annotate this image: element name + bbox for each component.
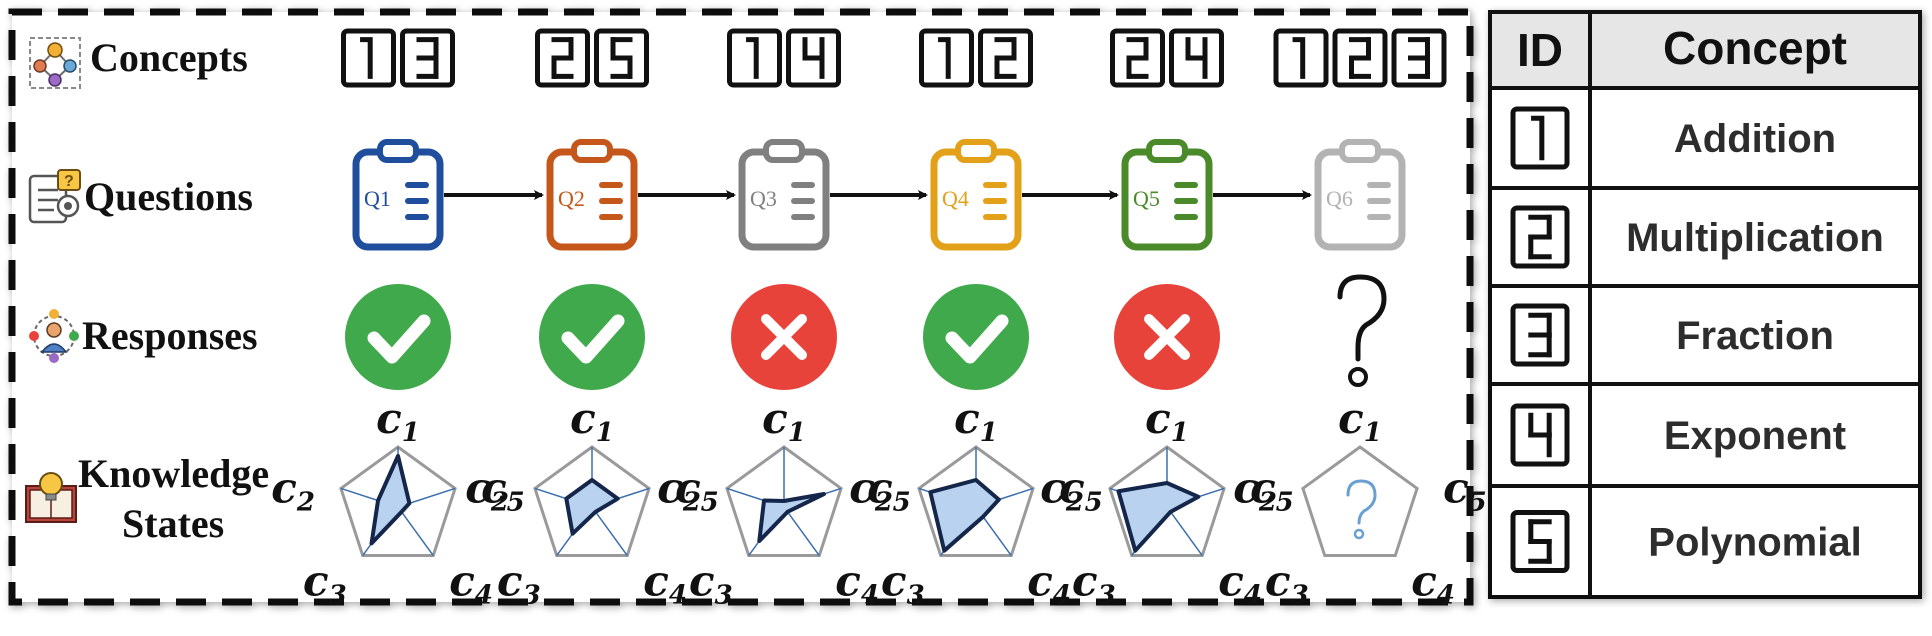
radar-axis-label: c5 <box>1443 463 1487 517</box>
concept-table-id-box <box>1510 106 1570 170</box>
radar-spoke <box>397 506 434 556</box>
concept-table-header: ID Concept <box>1488 10 1922 597</box>
incorrect-cross-icon <box>1114 284 1220 390</box>
concept-table-row: Exponent <box>1490 403 1920 488</box>
question-label: Q1 <box>364 186 391 211</box>
concept-id-box <box>1332 28 1388 88</box>
question-clipboard-icon: Q3 <box>738 139 830 251</box>
question-clipboard-icon: Q1 <box>352 139 444 251</box>
concept-id-box <box>1273 28 1329 88</box>
question-label: Q6 <box>1326 186 1353 211</box>
row-label-concepts: Concepts <box>90 35 248 80</box>
question-clipboard-icon: Q4 <box>930 139 1022 251</box>
concept-table-rows: AdditionMultiplicationFractionExponentPo… <box>1490 106 1920 573</box>
concept-name: Exponent <box>1664 414 1846 458</box>
radar-state-polygon <box>564 478 620 536</box>
row-label-states: States <box>122 501 224 546</box>
radar-spoke <box>783 506 820 556</box>
concept-id-box <box>341 28 396 88</box>
concept-name: Addition <box>1674 117 1836 161</box>
concept-table-id-box <box>1510 403 1570 467</box>
concept-table-id-box <box>1510 510 1570 573</box>
row-label-knowledge: Knowledge <box>78 451 269 496</box>
radar-axis-label: c4 <box>1218 557 1262 611</box>
concept-id-box <box>400 28 455 88</box>
radar-axis-label: c2 <box>657 463 701 517</box>
correct-check-icon <box>345 284 451 390</box>
question-label: Q4 <box>942 186 969 211</box>
concept-table-id-box <box>1510 303 1570 367</box>
concept-table-row: Polynomial <box>1510 510 1862 573</box>
concept-table-id-box <box>1510 205 1570 269</box>
concepts-network-icon <box>29 37 81 89</box>
concept-table-row: Addition <box>1490 106 1920 190</box>
radar-spoke <box>1166 506 1203 556</box>
knowledge-book-bulb-icon <box>25 472 77 523</box>
question-label: Q3 <box>750 186 777 211</box>
radar-state-polygon <box>757 492 826 543</box>
radar-state-polygon <box>369 454 412 546</box>
correct-check-icon <box>539 284 645 390</box>
concept-id-box <box>1110 28 1165 88</box>
question-label: Q5 <box>1133 186 1160 211</box>
question-clipboard-icon: Q2 <box>546 139 638 251</box>
table-header-id: ID <box>1517 24 1563 76</box>
svg-text:?: ? <box>64 173 74 190</box>
unknown-question-mark-icon <box>1337 274 1387 387</box>
concept-name: Polynomial <box>1648 521 1861 565</box>
concept-name: Fraction <box>1676 314 1834 358</box>
unknown-state-question-icon <box>1346 479 1377 540</box>
responses-people-icon <box>29 309 79 363</box>
concept-id-box <box>786 28 841 88</box>
radar-axis-label: c3 <box>1265 557 1309 611</box>
radar-spoke <box>591 506 628 556</box>
concept-name: Multiplication <box>1626 216 1884 260</box>
concept-id-box <box>594 28 649 88</box>
radar-state-polygon <box>1116 481 1201 553</box>
row-label-questions: Questions <box>84 174 253 219</box>
concept-id-box <box>1169 28 1224 88</box>
row-label-responses: Responses <box>82 313 258 358</box>
radar-axis-label: c5 <box>481 463 525 517</box>
radar-outline <box>1301 445 1419 558</box>
table-header-concept: Concept <box>1663 22 1847 74</box>
concept-table-row: Fraction <box>1490 303 1920 386</box>
question-clipboard-icon: Q6 <box>1314 139 1406 251</box>
correct-check-icon <box>923 284 1029 390</box>
question-clipboard-icon: Q5 <box>1121 139 1213 251</box>
concept-table-row: Multiplication <box>1490 205 1920 288</box>
radar-state-polygon <box>928 478 1001 553</box>
concept-id-box <box>727 28 782 88</box>
questions-clipboard-icon: ? <box>28 169 81 224</box>
incorrect-cross-icon <box>731 284 837 390</box>
concept-id-box <box>978 28 1033 88</box>
concept-id-box <box>535 28 590 88</box>
question-label: Q2 <box>558 186 585 211</box>
radar-axis-label: c2 <box>849 463 893 517</box>
concept-id-box <box>1391 28 1447 88</box>
radar-axis-label: c2 <box>1040 463 1084 517</box>
concept-id-box <box>919 28 974 88</box>
